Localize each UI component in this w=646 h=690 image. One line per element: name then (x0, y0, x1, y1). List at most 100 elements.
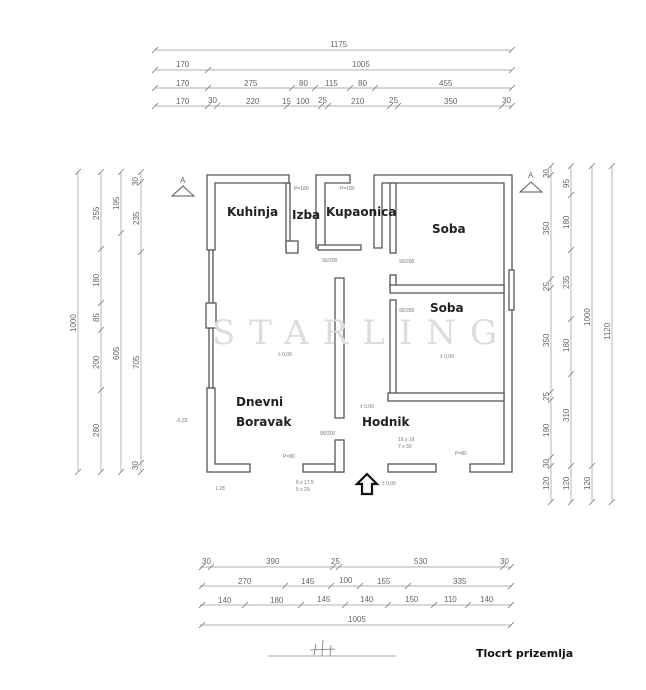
level-mark: -0,33 (176, 418, 188, 424)
door-mark: P=80 (283, 454, 295, 460)
dim-text: 390 (266, 557, 280, 566)
dim-text: 95 (562, 179, 571, 188)
dim-text: 350 (444, 97, 458, 106)
dim-text: 170 (176, 97, 190, 106)
door-mark: P=180 (340, 186, 355, 192)
room-label-kupaonica: Kupaonica (326, 205, 396, 219)
level-mark: ± 0,00 (440, 354, 454, 360)
watermark: STARLING (212, 313, 511, 353)
dim-text: 120 (562, 476, 571, 490)
dim-text: 200 (92, 355, 101, 369)
dim-text: 180 (562, 215, 571, 229)
dim-text: 235 (132, 211, 141, 225)
level-mark: ± 0,00 (278, 352, 292, 358)
room-label-soba-1: Soba (432, 222, 466, 236)
dim-text: 100 (339, 576, 353, 585)
drawing-title: Tlocrt prizemlja (476, 647, 573, 660)
dim-text: 705 (132, 355, 141, 369)
dim-text: 350 (542, 221, 551, 235)
dim-text: 1000 (69, 314, 78, 332)
section-marker-label: A (180, 176, 186, 185)
room-label-boravak: Boravak (236, 415, 292, 429)
dim-text: 455 (439, 79, 453, 88)
dim-text: 140 (360, 595, 374, 604)
dim-text: 25 (389, 96, 398, 105)
dim-text: 195 (112, 196, 121, 210)
dim-text: 180 (562, 338, 571, 352)
dim-text: 605 (112, 346, 121, 360)
door-mark: 90/200 (322, 258, 338, 264)
door-mark: P=180 (294, 186, 309, 192)
dim-text: 80 (299, 79, 308, 88)
door-mark: 90/200 (320, 431, 336, 437)
section-marker-right: A (518, 171, 544, 193)
door-mark: 90/200 (399, 259, 415, 265)
room-label-soba-2: Soba (430, 301, 464, 315)
dim-text: 15 (282, 97, 291, 106)
dim-text: 190 (542, 423, 551, 437)
dim-text: 180 (270, 596, 284, 605)
section-marker-left: A (170, 176, 196, 197)
dim-text: 170 (176, 79, 190, 88)
door-mark: P=80 (455, 451, 467, 457)
dim-text: 80 (358, 79, 367, 88)
entrance-arrow-icon (354, 472, 380, 496)
annotations: P=180 P=180 90/200 90/200 90/200 90/200 … (176, 186, 467, 493)
dim-text: 140 (480, 595, 494, 604)
dim-text: 25 (331, 557, 340, 566)
dim-text: 335 (453, 577, 467, 586)
dim-text: 140 (218, 596, 232, 605)
dim-text: 1005 (348, 615, 366, 624)
dim-text: 1000 (583, 308, 592, 326)
stairs-mark: 6 x 17,5 (296, 480, 314, 486)
right-dimensions: 30 350 25 350 25 190 30 120 95 180 235 1… (542, 162, 616, 506)
dim-text: 120 (542, 476, 551, 490)
level-mark: 1,28 (215, 486, 225, 492)
dim-text: 170 (176, 60, 190, 69)
dim-text: 30 (131, 177, 140, 186)
level-mark: ± 0,00 (360, 404, 374, 410)
dim-text: 530 (414, 557, 428, 566)
bottom-dimensions: 30 390 25 530 30 270 145 100 155 335 140… (198, 557, 515, 629)
dim-text: 235 (562, 275, 571, 289)
dim-text: 85 (92, 313, 101, 322)
dim-text: 25 (318, 96, 327, 105)
dim-text: 1175 (330, 40, 348, 49)
dim-text: 100 (296, 97, 310, 106)
dim-text: 110 (444, 595, 457, 604)
section-marker-label: A (528, 171, 534, 180)
room-label-dnevni: Dnevni (236, 395, 283, 409)
signature (268, 639, 396, 657)
dim-text: 25 (542, 392, 551, 401)
walls (205, 174, 515, 473)
dim-text: 30 (131, 461, 140, 470)
dim-text: 30 (542, 169, 551, 178)
room-label-kuhinja: Kuhinja (227, 205, 278, 219)
dim-text: 280 (92, 423, 101, 437)
dim-text: 25 (542, 282, 551, 291)
dim-text: 30 (208, 96, 217, 105)
level-mark: ± 0,00 (382, 481, 396, 487)
dim-text: 145 (317, 595, 331, 604)
dim-text: 30 (542, 459, 551, 468)
dim-text: 155 (377, 577, 391, 586)
dim-text: 30 (500, 557, 509, 566)
stairs-mark: 16 x 19 (398, 437, 415, 443)
left-dimensions: 1000 255 180 85 200 280 195 605 30 235 7… (69, 168, 145, 476)
dim-text: 180 (92, 273, 101, 287)
top-dimensions: 1175 170 1005 170 275 80 115 80 455 170 … (151, 40, 516, 110)
dim-text: 310 (562, 408, 571, 422)
dim-text: 150 (405, 595, 419, 604)
dim-text: 145 (301, 577, 315, 586)
dim-text: 30 (202, 557, 211, 566)
stairs-mark: 7 x 30 (398, 444, 412, 450)
room-label-izba: Izba (292, 208, 320, 222)
stairs-mark: 5 x 29 (296, 487, 310, 493)
dim-text: 270 (238, 577, 252, 586)
dim-text: 30 (502, 96, 511, 105)
dim-text: 220 (246, 97, 260, 106)
door-mark: 90/200 (399, 308, 415, 314)
dim-text: 210 (351, 97, 365, 106)
dim-text: 275 (244, 79, 258, 88)
